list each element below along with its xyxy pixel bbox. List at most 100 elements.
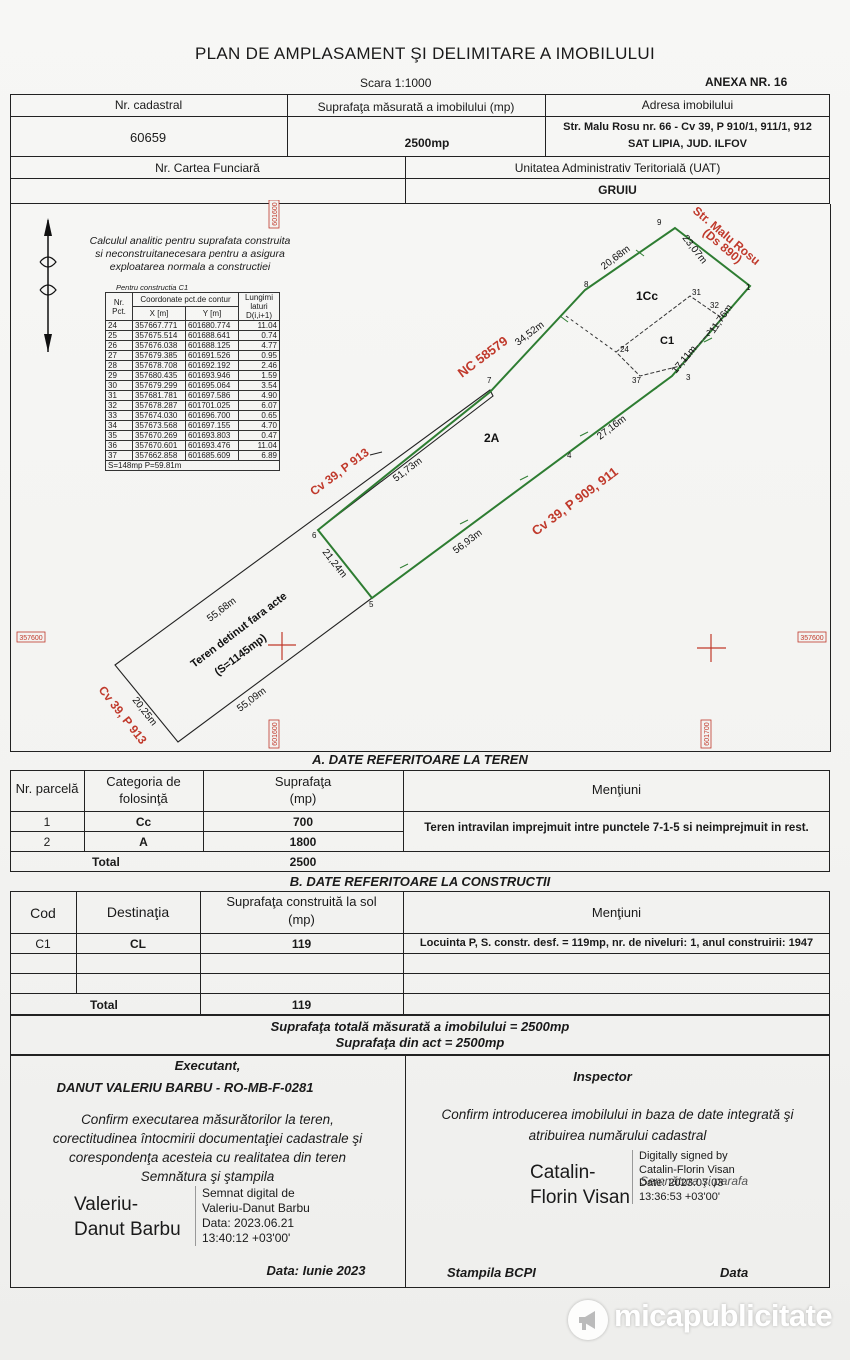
megaphone-icon [568, 1300, 608, 1340]
inspector-sig-name-1: Catalin- [530, 1162, 596, 1183]
cell-x: 357675.514 [132, 330, 186, 341]
calc-title-line-2: si neconstruitanecesara pentru a asigura [95, 248, 285, 260]
anexa-label: ANEXA NR. 16 [705, 75, 788, 89]
inspector-sig-text-4: 13:36:53 +03'00' [639, 1190, 720, 1203]
label-2a: 2A [484, 431, 500, 445]
grid-y-top: 601600 [272, 202, 279, 225]
cell-x: 357679.299 [132, 380, 186, 391]
cadastral-plan-drawing: 357600 357600 601600 601600 601700 1 2 3 [16, 200, 827, 749]
col-destinatia: Destinaţia [106, 904, 170, 920]
total-act: Suprafaţa din act = 2500mp [335, 1035, 505, 1050]
cell-y: 601697.155 [185, 420, 239, 431]
adresa-line-1: Str. Malu Rosu nr. 66 - Cv 39, P 910/1, … [563, 121, 812, 133]
cell-pct: 34 [105, 420, 133, 431]
cell-len: 3.54 [238, 380, 280, 391]
cell-x: 357662.858 [132, 450, 186, 461]
building-c1-outline [615, 295, 723, 377]
stampila-label: Stampila BCPI [447, 1265, 536, 1280]
cell-x: 357679.385 [132, 350, 186, 361]
point-7: 7 [487, 376, 492, 385]
row2-cat: A [139, 835, 148, 849]
point-2: 2 [706, 329, 711, 338]
executant-title: Executant, [174, 1058, 241, 1073]
row-supr: 119 [291, 937, 312, 951]
row-mentiune: Locuinta P, S. constr. desf. = 119mp, nr… [419, 937, 814, 949]
executant-semnatura: Semnătura şi ştampila [140, 1169, 275, 1184]
dim-34-52: 34,52m [513, 320, 546, 349]
row2-supr: 1800 [289, 835, 317, 849]
signatures-box [10, 1055, 830, 1288]
divider [405, 1055, 406, 1288]
grid-x-left: 357600 [19, 635, 42, 642]
point-31: 31 [692, 288, 701, 297]
row1-nr: 1 [43, 815, 51, 829]
cell-len: 11.04 [238, 440, 280, 451]
point-5: 5 [369, 600, 374, 609]
cell-y: 601692.192 [185, 360, 239, 371]
inspector-title: Inspector [573, 1069, 632, 1084]
cell-x: 357673.568 [132, 420, 186, 431]
plan-frame-right [830, 204, 831, 752]
pentru-label: Pentru constructia C1 [116, 283, 189, 292]
row1-supr: 700 [292, 815, 314, 829]
col-suprafata-b: Suprafaţa construită la sol (mp) [200, 893, 403, 929]
grid-y-bottom-right: 601700 [704, 722, 711, 745]
col-mentiuni: Menţiuni [591, 782, 642, 797]
executant-sig-text-4: 13:40:12 +03'00' [202, 1231, 291, 1245]
col-suprafata-1: Suprafaţa [274, 774, 332, 789]
executant-digital-signature: Semnat digital de Valeriu-Danut Barbu Da… [195, 1186, 310, 1246]
mentiune-teren: Teren intravilan imprejmuit intre puncte… [424, 822, 809, 834]
adresa-line-2: SAT LIPIA, JUD. ILFOV [628, 138, 747, 150]
cell-x: 357676.038 [132, 340, 186, 351]
divider [10, 178, 830, 179]
row-cod: C1 [35, 937, 51, 951]
cell-y: 601701.025 [185, 400, 239, 411]
cell-len: 0.65 [238, 410, 280, 421]
col-y: Y [m] [185, 306, 239, 321]
col-lung-1: Lungimi [244, 293, 273, 302]
col-x: X [m] [132, 306, 186, 321]
point-3: 3 [686, 373, 691, 382]
nc-neighbour: NC 58579 [455, 333, 511, 380]
col-lung-2: laturi [250, 302, 268, 311]
cell-y: 601696.700 [185, 410, 239, 421]
divider [10, 973, 830, 974]
row1-cat: Cc [135, 815, 152, 829]
cell-y: 601688.641 [185, 330, 239, 341]
divider [10, 751, 830, 752]
col-nr: Nr. [113, 297, 125, 307]
divider [76, 891, 77, 993]
cell-x: 357670.601 [132, 440, 186, 451]
point-8: 8 [584, 280, 589, 289]
cell-y: 601680.774 [185, 320, 239, 331]
total-b-label: Total [90, 998, 118, 1012]
cell-pct: 29 [105, 370, 133, 381]
cell-x: 357680.435 [132, 370, 186, 381]
divider [403, 891, 404, 1015]
cell-pct: 32 [105, 400, 133, 411]
divider [84, 770, 85, 851]
cell-x: 357678.287 [132, 400, 186, 411]
point-9: 9 [657, 218, 662, 227]
cell-len: 6.89 [238, 450, 280, 461]
inspector-sig-text-1: Digitally signed by [639, 1150, 728, 1162]
point-32: 32 [710, 301, 719, 310]
document-title: PLAN DE AMPLASAMENT ŞI DELIMITARE A IMOB… [194, 44, 656, 63]
cell-pct: 25 [105, 330, 133, 341]
adresa-label: Adresa imobilului [641, 98, 734, 112]
point-1: 1 [746, 283, 751, 292]
nr-cadastral-value: 60659 [130, 130, 167, 145]
cell-len: 0.47 [238, 430, 280, 441]
total-a-label: Total [92, 855, 120, 869]
cell-y: 601693.476 [185, 440, 239, 451]
cell-x: 357678.708 [132, 360, 186, 371]
suprafata-value: 2500mp [404, 136, 450, 150]
grid-y-bottom-left: 601600 [272, 722, 279, 745]
col-mentiuni-b: Menţiuni [591, 905, 642, 920]
